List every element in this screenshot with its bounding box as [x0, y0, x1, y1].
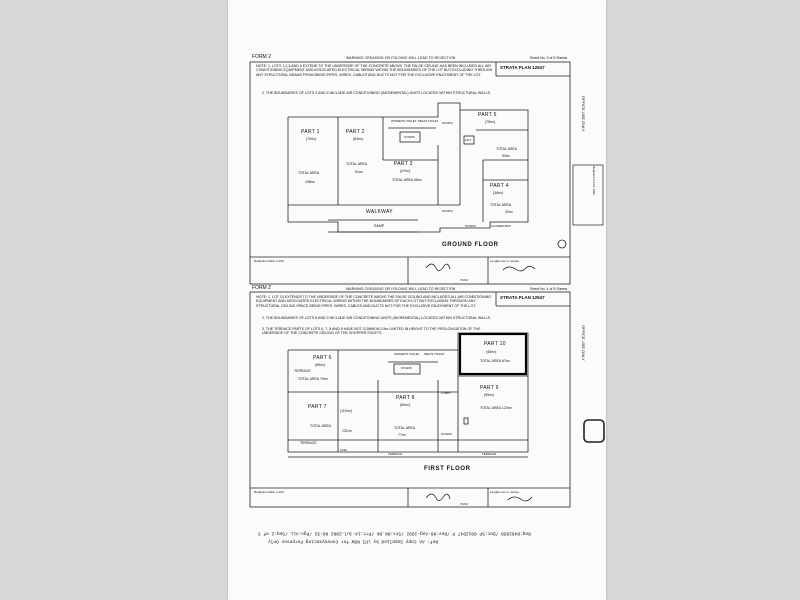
- part5-label: PART 5: [478, 112, 497, 118]
- first-frame: [249, 291, 571, 508]
- part6-label: PART 6: [313, 355, 332, 361]
- office-use-top: OFFICE USE ONLY: [581, 96, 586, 132]
- ground-lift: LIFT: [465, 138, 472, 142]
- part2-area: (63m²): [353, 137, 364, 141]
- part7-area: (110m²): [340, 409, 352, 413]
- part8-total: 77m²: [398, 433, 406, 437]
- ground-reg-number: 74/93: [460, 278, 468, 282]
- first-line-left: LINE: [340, 448, 347, 452]
- first-lengths-note: Lengths are in metres: [490, 490, 520, 494]
- first-note-2: 2. THE BOUNDARIES OF LOTS 6 AND 9 INCLUD…: [262, 316, 491, 320]
- ground-floor-title: GROUND FLOOR: [442, 242, 499, 248]
- part5-total-label: TOTAL AREA: [496, 147, 518, 151]
- first-sheet-number: Sheet No. 4 of 5 Sheets: [530, 287, 568, 291]
- part4-total: 32m²: [505, 210, 513, 214]
- part4-area: (36m²): [493, 191, 504, 195]
- ground-ramp: RAMP: [374, 224, 385, 228]
- document-sheet: FORM 2 WARNING CREASING OR FOLDING WILL …: [228, 0, 606, 600]
- first-form-label: FORM 2: [252, 285, 271, 291]
- part6-area: (65m²): [315, 363, 326, 367]
- part7-label: PART 7: [308, 404, 327, 410]
- part6-terrace: TERRACE: [294, 369, 311, 373]
- part6-total: TOTAL AREA 79m²: [298, 377, 328, 381]
- footer-copy-line: Ref: AA Copy Supplied by LPI NSW for Con…: [268, 538, 439, 544]
- first-stairs-center: STAIRS: [401, 366, 412, 370]
- first-stairs-lower: STAIRS: [441, 432, 452, 436]
- part7-terrace: TERRACE: [300, 441, 317, 445]
- ground-frame: [249, 61, 571, 285]
- part10-area: (45m²): [486, 350, 497, 354]
- ground-reduction-ratio: Reduction Ratio 1:100: [254, 259, 284, 263]
- first-reg-number: 74/93: [460, 502, 468, 506]
- ground-note-2: 2. THE BOUNDARIES OF LOTS 3 AND 5 INCLUD…: [262, 91, 491, 95]
- ground-stairs-center: STAIRS: [404, 135, 415, 139]
- part3-label: PART 3: [394, 161, 413, 167]
- part3-total: TOTAL AREA 65m²: [392, 178, 422, 182]
- first-terrace-right: TERRACE: [482, 452, 497, 456]
- plan-linework: [249, 61, 605, 508]
- part2-label: PART 2: [346, 129, 365, 135]
- first-womens-toilet: WOMEN'S TOILET: [394, 352, 420, 356]
- part7-total-label: TOTAL AREA: [310, 424, 332, 428]
- part8-area: (60m²): [400, 403, 411, 407]
- part2-total: 61m²: [355, 170, 363, 174]
- part8-label: PART 8: [396, 395, 415, 401]
- first-plan-title: STRATA PLAN 12947: [500, 295, 545, 300]
- part4-label: PART 4: [490, 183, 509, 189]
- part4-total-label: TOTAL AREA: [490, 203, 512, 207]
- ground-womens-toilet: WOMEN'S TOILET: [391, 119, 417, 123]
- part5-area: (75m²): [485, 120, 496, 124]
- ground-building-outline: [287, 102, 529, 233]
- first-reduction-ratio: Reduction Ratio 1:100: [254, 490, 284, 494]
- first-note-3: 3. THE TERRACE PARTS OF LOTS 6, 7, 8 AND…: [262, 327, 481, 336]
- part9-total: TOTAL AREA 123m²: [480, 406, 512, 410]
- registration-stamp: Registered 14-5-1992: [592, 166, 596, 196]
- ground-lengths-note: Lengths are in metres: [490, 259, 520, 263]
- part10-label: PART 10: [484, 341, 506, 347]
- part9-area: (95m²): [484, 393, 495, 397]
- part8-total-label: TOTAL AREA: [394, 426, 416, 430]
- part1-total-label: TOTAL AREA: [298, 171, 320, 175]
- part3-area: (47m²): [400, 169, 411, 173]
- part1-total: 108m²: [305, 180, 315, 184]
- ground-plan-title: STRATA PLAN 12947: [500, 65, 545, 70]
- office-use-bottom: OFFICE USE ONLY: [581, 325, 586, 361]
- first-floor-title: FIRST FLOOR: [424, 466, 471, 472]
- ground-stairs-mid: STAIRS: [442, 209, 453, 213]
- ground-mens-toilet: MEN'S TOILET: [418, 119, 439, 123]
- ground-stairs-top: STAIRS: [442, 121, 453, 125]
- part9-label: PART 9: [480, 385, 499, 391]
- ground-walkway: WALKWAY: [366, 209, 393, 215]
- first-lobby: LOBBY: [441, 391, 452, 395]
- first-terrace-mid: TERRACE: [388, 452, 403, 456]
- ground-warning-header: WARNING CREASING OR FOLDING WILL LEAD TO…: [346, 56, 456, 60]
- signature-marks: [425, 263, 536, 502]
- ground-form-label: FORM 2: [252, 54, 271, 60]
- ground-flower-box: FLOWER BOX: [491, 224, 512, 228]
- part7-total: 131m²: [342, 429, 352, 433]
- footer-request-line: Req:R462030 /Doc:SP 0012947 P /Rev:08-Au…: [258, 530, 531, 536]
- ground-stairs-bottom: STAIRS: [465, 224, 476, 228]
- part5-total: 93m²: [502, 154, 510, 158]
- first-note-1: NOTE: 1. LOT 10 EXTENDS TO THE UNDERSIDE…: [256, 295, 492, 308]
- first-mens-toilet: MEN'S TOILET: [424, 352, 445, 356]
- part10-total: TOTAL AREA 67m²: [480, 359, 510, 363]
- ground-sheet-number: Sheet No. 3 of 5 Sheets: [530, 56, 568, 60]
- part1-area: (70m²): [306, 137, 317, 141]
- part2-total-label: TOTAL AREA: [346, 162, 368, 166]
- part1-label: PART 1: [301, 129, 320, 135]
- first-warning-header: WARNING CREASING OR FOLDING WILL LEAD TO…: [346, 287, 456, 291]
- part10-bold-outline: [458, 332, 528, 376]
- ground-note-1: NOTE: 1. LOTS 1,2,3 AND 5 EXTEND TO THE …: [256, 64, 493, 77]
